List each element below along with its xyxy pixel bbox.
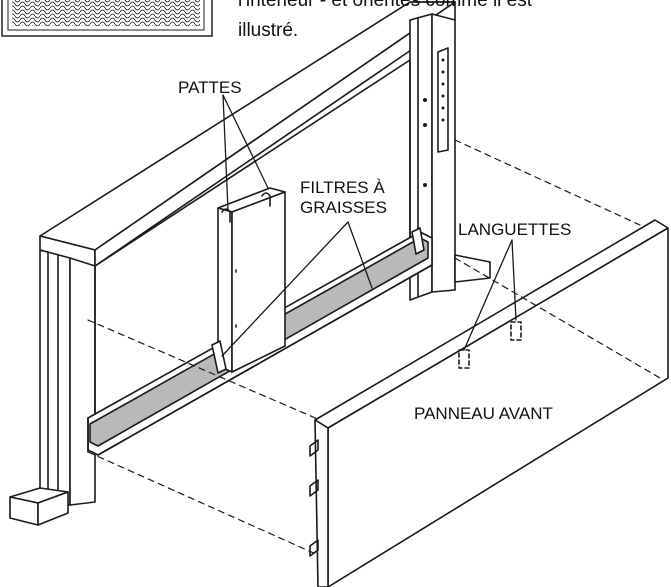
intro-text-line-1: l'intérieur - et orientés comme il est (238, 0, 533, 11)
label-pattes: PATTES (178, 78, 242, 97)
label-filtres-line-2: GRAISSES (300, 198, 387, 217)
label-languettes: LANGUETTES (458, 220, 572, 239)
alignment-lines (87, 139, 661, 556)
left-post (9, 249, 96, 526)
filter-clips (211, 227, 425, 374)
intro-text-line-2: illustré. (238, 20, 299, 41)
label-leaders (221, 94, 517, 357)
grease-filter-panel (217, 187, 286, 373)
right-post (409, 13, 491, 301)
control-panel (423, 58, 445, 187)
front-panel (309, 219, 669, 587)
label-filtres-line-1: FILTRES À (300, 178, 385, 197)
label-panneau-avant: PANNEAU AVANT (414, 404, 553, 423)
mesh-filter-icon (1, 0, 213, 37)
top-beam (39, 1, 456, 267)
